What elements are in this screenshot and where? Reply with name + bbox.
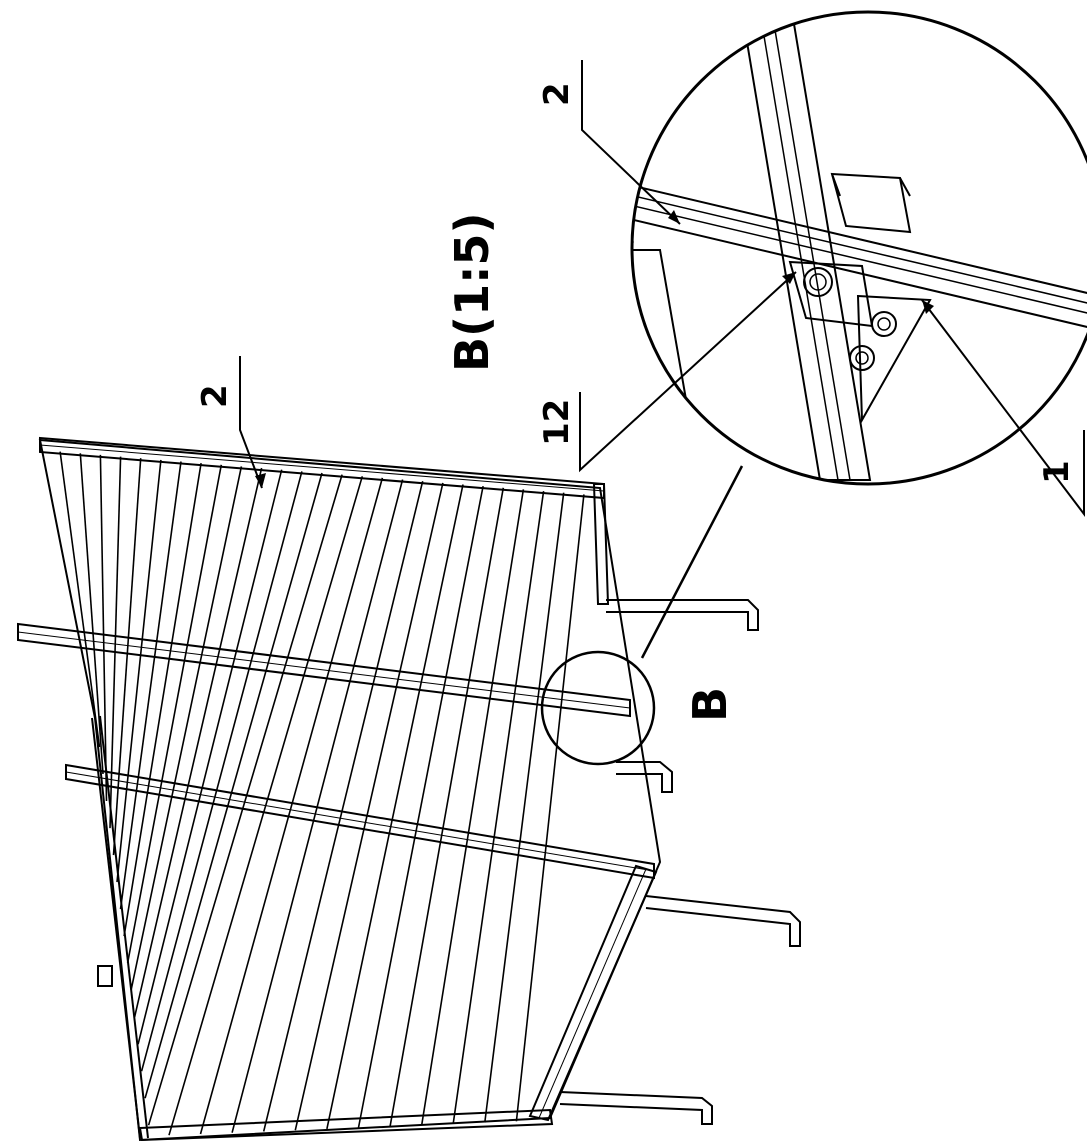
slat-line <box>119 461 182 910</box>
slat-line <box>484 492 565 1123</box>
slat-line <box>130 466 243 991</box>
bolt-heads <box>803 267 897 371</box>
rail-middle <box>17 622 631 718</box>
slat-line <box>79 453 104 775</box>
slat-line <box>389 487 505 1127</box>
slat-line <box>126 464 223 964</box>
callout-detail-bracket: 1 <box>1037 460 1077 484</box>
detail-leader <box>640 465 744 659</box>
rail-front <box>528 864 658 1122</box>
slat-line <box>147 474 343 1126</box>
slat-line <box>123 462 202 937</box>
detail-title: B(1:5) <box>445 212 499 372</box>
slat-line <box>133 467 263 1018</box>
slat-line <box>112 458 142 856</box>
detail-marker-letter: B <box>683 687 737 722</box>
detail-marker-circle <box>540 650 656 766</box>
leader-lines <box>239 60 1085 517</box>
slat-line <box>137 469 283 1045</box>
slat-line <box>420 489 525 1126</box>
detail-geometry <box>632 12 1087 481</box>
slat-line <box>144 472 323 1099</box>
slat-line <box>515 494 585 1122</box>
slat-line <box>199 477 384 1135</box>
slat-line <box>140 471 303 1072</box>
callout-main-part: 2 <box>195 384 235 408</box>
slat-line <box>262 481 424 1132</box>
slat-line <box>294 482 444 1131</box>
slat-line <box>99 454 108 802</box>
labels: B(1:5) B 2 2 12 1 <box>195 82 1077 722</box>
rail-left <box>91 715 149 1139</box>
detail-view-circle <box>630 10 1087 486</box>
slat-line <box>231 479 404 1133</box>
detail-view <box>630 10 1087 486</box>
callout-detail-bolt: 12 <box>537 399 577 446</box>
rail-top <box>39 436 610 605</box>
callout-detail-part-top: 2 <box>537 82 577 106</box>
rail-bottom <box>138 1108 554 1142</box>
assembly-view <box>17 436 801 1142</box>
slat-line <box>357 485 484 1128</box>
slat-line <box>109 456 122 829</box>
panel-slats <box>59 451 585 1136</box>
slat-line <box>116 459 162 883</box>
slat-line <box>326 484 464 1130</box>
slat-line <box>59 451 101 748</box>
slat-line <box>452 490 545 1124</box>
support-legs <box>559 599 801 1125</box>
